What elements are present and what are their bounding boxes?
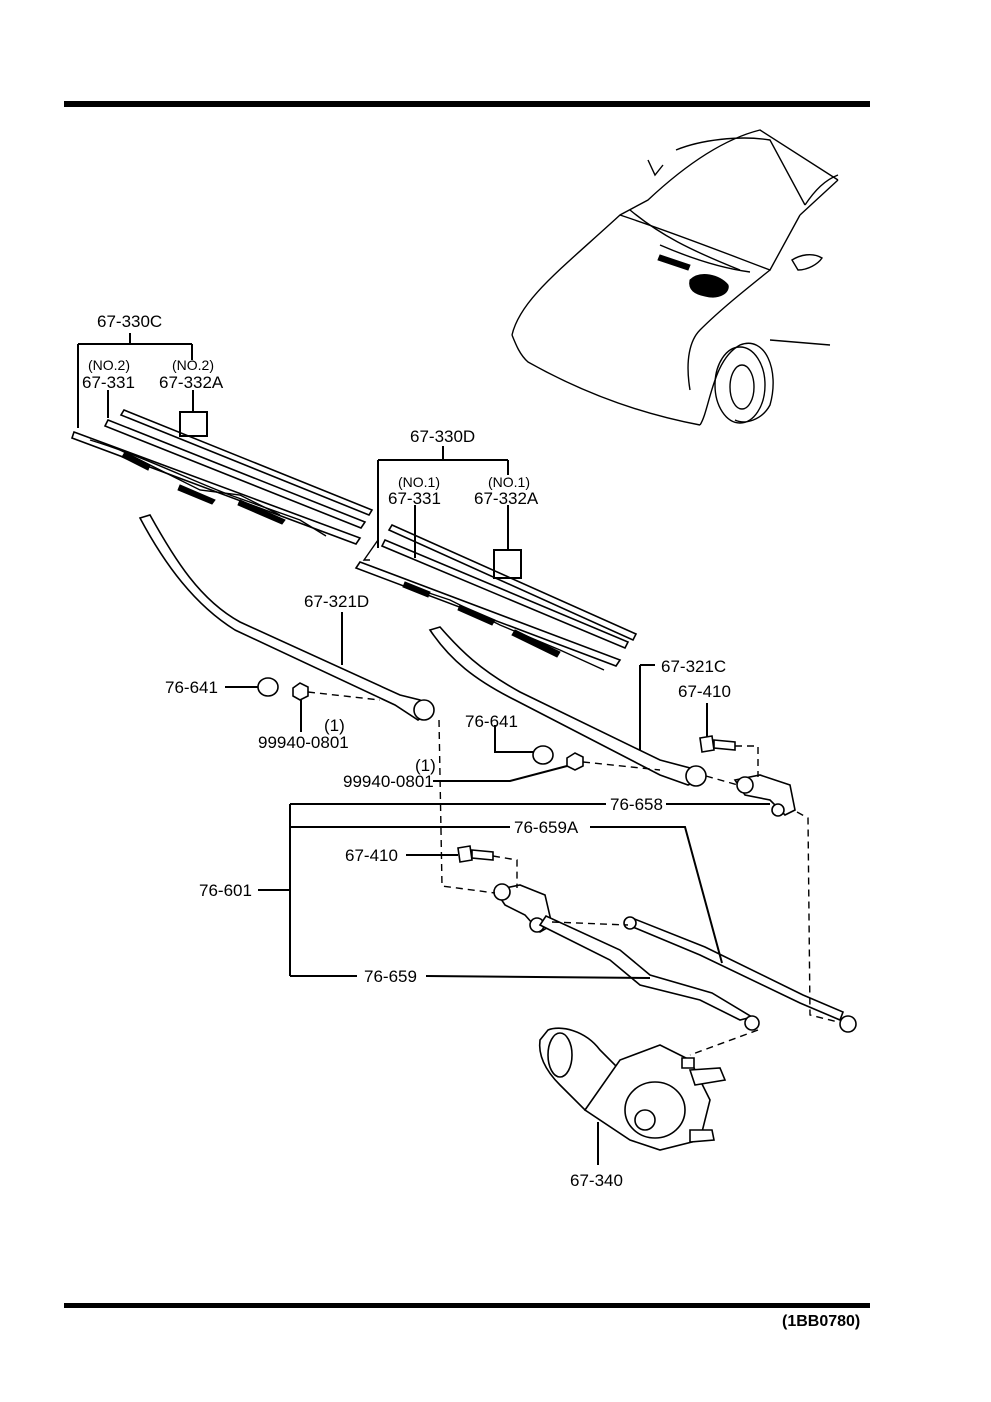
label-67-321C: 67-321C xyxy=(661,657,726,676)
bottom-rule xyxy=(64,1303,870,1308)
label-76-641-right: 76-641 xyxy=(465,712,518,731)
label-67-410-right: 67-410 xyxy=(678,682,731,701)
label-76-659A: 76-659A xyxy=(514,818,579,837)
cap-right xyxy=(532,745,554,765)
arm-passenger xyxy=(138,514,435,721)
label-no2-a: (NO.2) xyxy=(88,357,130,373)
label-no2-b: (NO.2) xyxy=(172,357,214,373)
nut-left xyxy=(292,682,309,701)
bolt-left xyxy=(457,845,494,863)
blade-passenger xyxy=(70,409,374,545)
label-67-321D: 67-321D xyxy=(304,592,369,611)
label-76-601: 76-601 xyxy=(199,881,252,900)
label-76-659: 76-659 xyxy=(364,967,417,986)
top-rule xyxy=(64,101,870,107)
label-67-410-left: 67-410 xyxy=(345,846,398,865)
assembly-dashes xyxy=(307,691,839,1056)
link-rods xyxy=(538,914,857,1033)
nut-right xyxy=(566,752,584,771)
car-location-illustration xyxy=(511,129,839,426)
label-76-658: 76-658 xyxy=(610,795,663,814)
label-67-331-passenger: 67-331 xyxy=(82,373,135,392)
pivot-left xyxy=(493,883,553,934)
blade-driver xyxy=(354,523,638,671)
label-67-330C: 67-330C xyxy=(97,312,162,331)
label-99940-0801-left: 99940-0801 xyxy=(258,733,349,752)
label-67-332A-passenger: 67-332A xyxy=(159,373,224,392)
label-67-332A-driver: 67-332A xyxy=(474,489,539,508)
label-qty-left: (1) xyxy=(324,716,345,735)
pivot-right xyxy=(733,774,796,817)
label-qty-right: (1) xyxy=(415,756,436,775)
label-67-340: 67-340 xyxy=(570,1171,623,1190)
cap-left xyxy=(257,677,279,697)
label-67-330D: 67-330D xyxy=(410,427,475,446)
label-99940-0801-right: 99940-0801 xyxy=(343,772,434,791)
label-no1-a: (NO.1) xyxy=(398,474,440,490)
label-67-331-driver: 67-331 xyxy=(388,489,441,508)
label-no1-b: (NO.1) xyxy=(488,474,530,490)
diagram-code: (1BB0780) xyxy=(782,1313,860,1330)
leader-lines xyxy=(77,333,770,1165)
bolt-right xyxy=(699,735,736,753)
arm-driver xyxy=(428,626,707,787)
wiper-motor xyxy=(538,1027,727,1151)
label-76-641-left: 76-641 xyxy=(165,678,218,697)
